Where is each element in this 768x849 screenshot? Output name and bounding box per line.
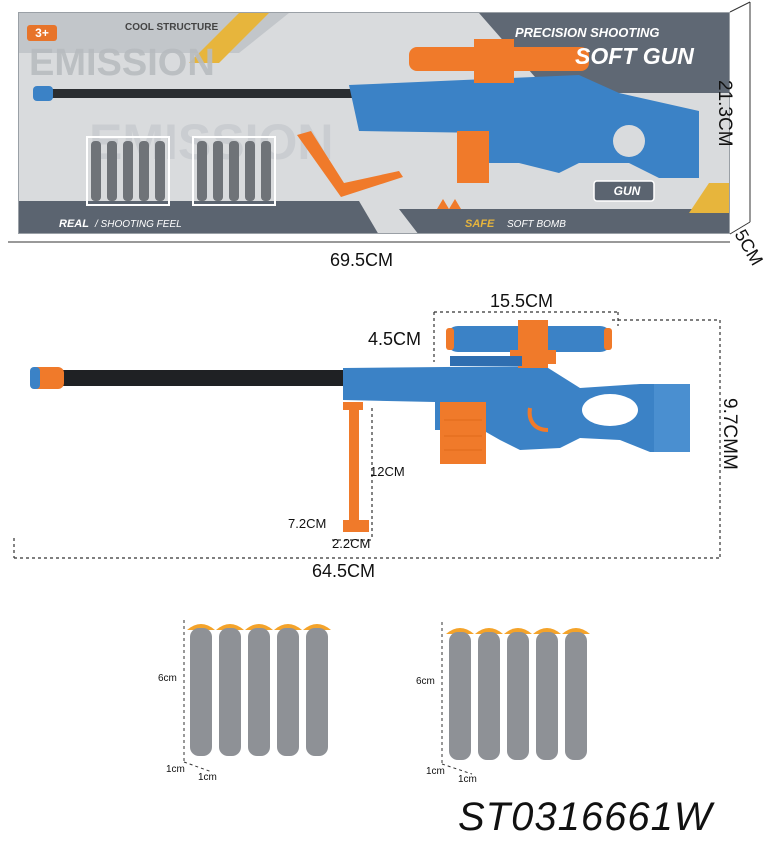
dart-right-width-label: 1cm	[458, 774, 477, 785]
emission-watermark: EMISSION	[29, 42, 215, 84]
box-outline	[8, 1, 751, 243]
gun-height-label: 9.7CMM	[719, 398, 740, 470]
cool-structure-label: COOL STRUCTURE	[125, 22, 219, 33]
real-label: REAL	[59, 218, 89, 230]
dart-left-width-label: 1cm	[198, 772, 217, 783]
scope-width-label: 15.5CM	[490, 291, 554, 311]
headline-top: PRECISION SHOOTING	[515, 25, 660, 40]
dart-right-depth-label: 1cm	[426, 766, 445, 777]
bipod-height-label: 12CM	[370, 464, 405, 479]
dart-group-left	[187, 624, 331, 756]
dart-group-right	[446, 628, 590, 760]
product-code: ST0316661W	[458, 795, 713, 839]
age-badge: 3+	[35, 26, 49, 40]
bipod-foot-width-label: 7.2CM	[288, 516, 327, 531]
scope-height-label: 4.5CM	[368, 329, 422, 349]
dart-right-height-label: 6cm	[416, 676, 435, 687]
box-height-label: 21.3CM	[714, 80, 735, 147]
box-artwork: EMISSION EMISSION	[19, 13, 729, 233]
dart-left-depth-label: 1cm	[166, 764, 185, 775]
gun-length-label: 64.5CM	[312, 561, 376, 581]
real-tail: / SHOOTING FEEL	[95, 219, 182, 230]
darts-diagram	[183, 620, 590, 775]
gun-badge: GUN	[613, 184, 641, 198]
gun-diagram	[13, 311, 721, 559]
safe-label: SAFE	[465, 218, 495, 230]
box-width-label: 69.5CM	[330, 250, 394, 270]
bipod-foot-depth-label: 2.2CM	[332, 536, 371, 551]
headline-main: SOFT GUN	[575, 43, 694, 69]
packaging-box: EMISSION EMISSION	[18, 12, 730, 234]
safe-tail: SOFT BOMB	[507, 219, 566, 230]
dart-left-height-label: 6cm	[158, 673, 177, 684]
